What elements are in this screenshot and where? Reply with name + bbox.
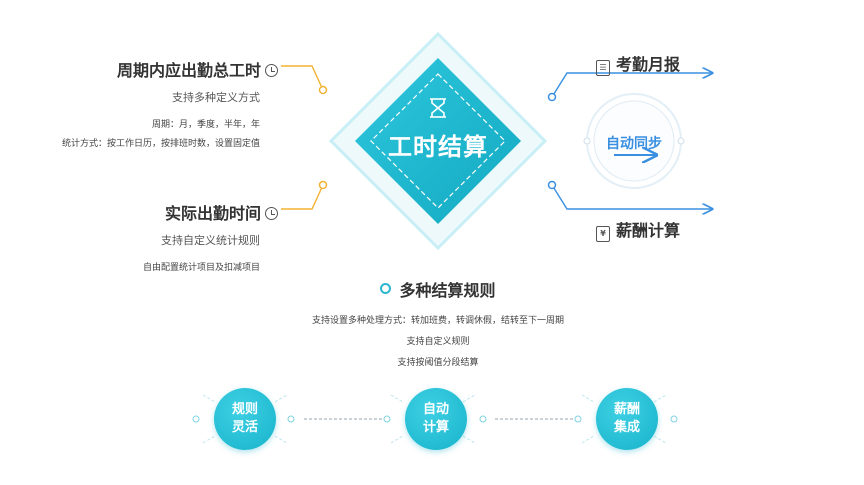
sync-ring-dot-left: [583, 137, 591, 145]
feature-2-line2: 计算: [422, 420, 449, 435]
node-left-top: [318, 85, 328, 95]
left-top-line1: 周期：月，季度，半年，年: [151, 120, 260, 130]
rules-line2: 支持自定义规则: [406, 337, 470, 347]
feature-decor-3: [581, 394, 667, 444]
node-right-top: [547, 92, 557, 102]
feature-dot-3r: [670, 415, 678, 423]
feature-1-line1: 规则: [231, 402, 258, 417]
connector-right-bottom: [551, 184, 712, 209]
left-top-line2: 统计方式：按工作日历，按排班时数，设置固定值: [61, 139, 260, 149]
left-top-title: 周期内应出勤总工时: [20, 57, 278, 81]
right-bottom-label-text: 薪酬计算: [616, 221, 681, 240]
feature-2-line1: 自动: [422, 402, 449, 417]
left-bottom-block: 实际出勤时间 支持自定义统计规则 自由配置统计项目及扣减项目: [20, 200, 278, 273]
feature-salary-integration[interactable]: 薪酬集成: [596, 388, 658, 450]
inner-dashed-border: [370, 73, 506, 209]
right-top-label: ☰ 考勤月报: [596, 51, 680, 76]
rules-title: 多种结算规则: [238, 277, 638, 301]
sync-label: 自动同步: [606, 136, 662, 152]
hourglass-icon: [430, 98, 446, 118]
inner-diamond[interactable]: [355, 58, 521, 224]
feature-decor-1: [202, 394, 288, 444]
feature-decor-2: [390, 394, 476, 444]
connector-left-bottom: [281, 184, 324, 210]
bullet-icon: [380, 283, 392, 294]
feature-dot-2l: [383, 415, 391, 423]
feature-dot-1l: [192, 415, 200, 423]
left-top-block: 周期内应出勤总工时 支持多种定义方式 周期：月，季度，半年，年 统计方式：按工作…: [20, 57, 278, 149]
clock-icon: [265, 64, 278, 77]
left-bottom-title-text: 实际出勤时间: [164, 204, 261, 223]
feature-dot-2r: [479, 415, 487, 423]
left-bottom-title: 实际出勤时间: [20, 200, 278, 224]
center-label: 工时结算: [388, 133, 488, 161]
yuan-icon: ¥: [596, 226, 610, 242]
left-top-title-text: 周期内应出勤总工时: [116, 61, 261, 80]
report-icon: ☰: [596, 60, 610, 76]
feature-dot-3l: [574, 415, 582, 423]
clock-icon: [265, 207, 278, 220]
rules-line1: 支持设置多种处理方式：转加班费，转调休假，结转至下一周期: [311, 316, 564, 326]
feature-rules-flexible[interactable]: 规则灵活: [214, 388, 276, 450]
right-bottom-label: ¥ 薪酬计算: [596, 217, 680, 242]
feature-auto-calc[interactable]: 自动计算: [405, 388, 467, 450]
connector-right-top: [551, 73, 712, 98]
rules-title-text: 多种结算规则: [399, 281, 496, 300]
feature-dot-1r: [287, 415, 295, 423]
node-left-bottom: [318, 180, 328, 190]
left-top-subtitle: 支持多种定义方式: [172, 91, 260, 104]
connector-left-top: [281, 65, 324, 91]
sync-ring-dot-right: [677, 137, 685, 145]
rules-block: 多种结算规则 支持设置多种处理方式：转加班费，转调休假，结转至下一周期 支持自定…: [238, 277, 638, 368]
feature-3-line2: 集成: [613, 420, 640, 435]
left-bottom-line1: 自由配置统计项目及扣减项目: [142, 263, 260, 273]
rules-line3: 支持按阈值分段结算: [397, 358, 479, 368]
node-right-bottom: [547, 180, 557, 190]
feature-1-line2: 灵活: [231, 420, 258, 435]
right-top-label-text: 考勤月报: [616, 55, 681, 74]
feature-3-line1: 薪酬: [613, 402, 640, 417]
left-bottom-subtitle: 支持自定义统计规则: [161, 234, 260, 247]
